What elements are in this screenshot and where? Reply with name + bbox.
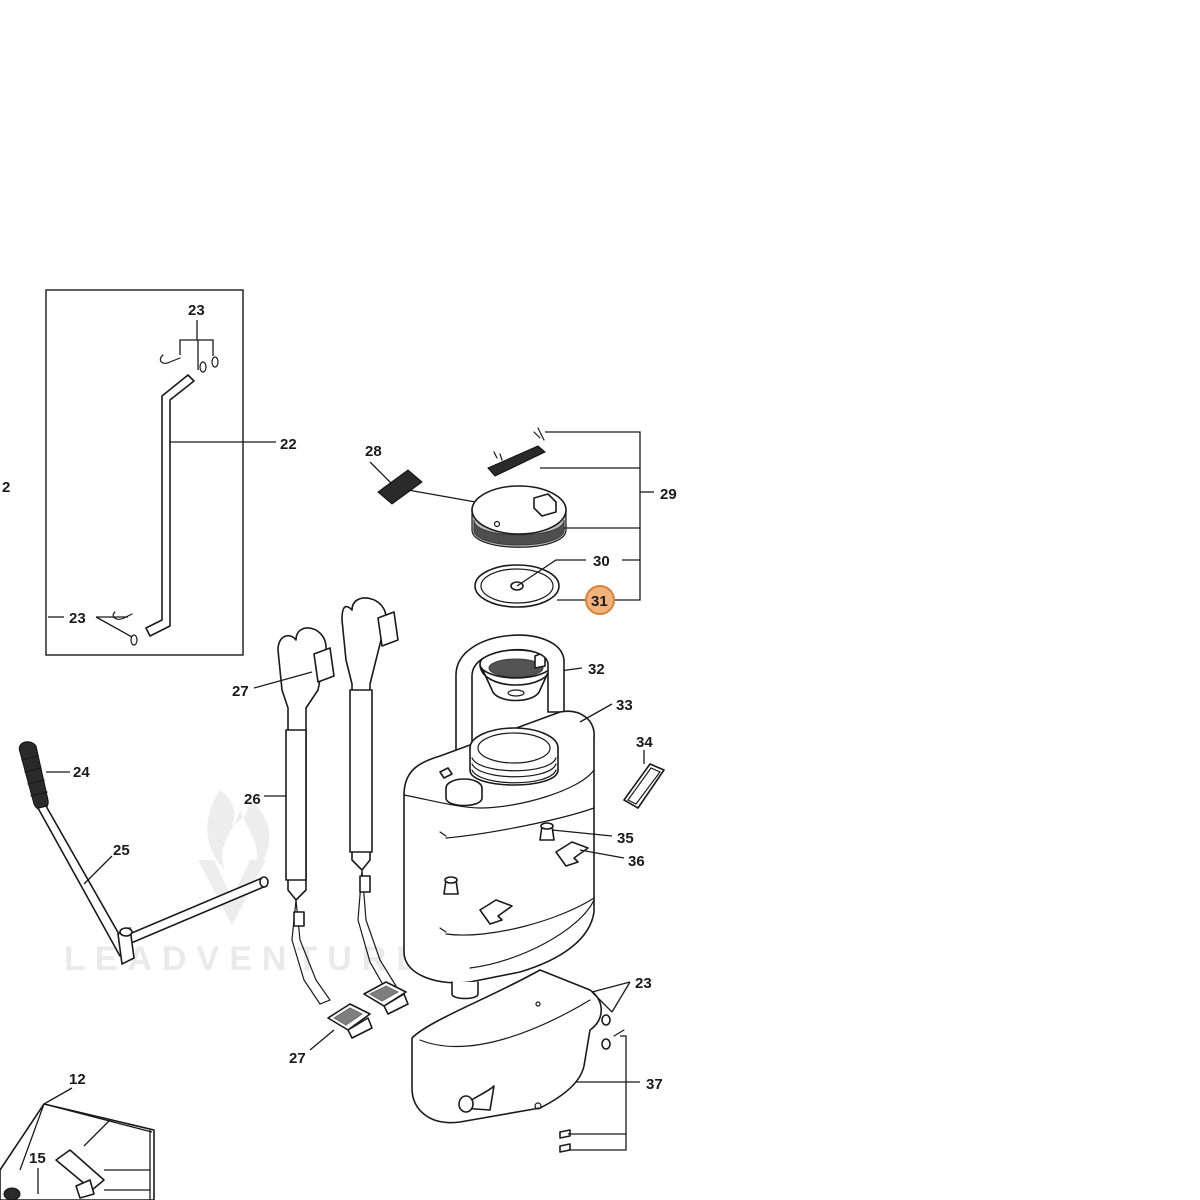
part-24-25-lever xyxy=(18,741,269,965)
label-33[interactable]: 33 xyxy=(616,697,633,714)
leader-36 xyxy=(579,849,625,859)
label-15[interactable]: 15 xyxy=(29,1150,46,1167)
part-32-strainer xyxy=(479,649,583,702)
label-27-bottom[interactable]: 27 xyxy=(289,1050,306,1067)
label-29[interactable]: 29 xyxy=(660,486,677,503)
part-labels: 2 23 22 23 28 29 30 31 32 27 33 34 24 26… xyxy=(2,302,677,1167)
label-36[interactable]: 36 xyxy=(628,853,645,870)
highlight-part-31[interactable] xyxy=(585,585,615,615)
label-25[interactable]: 25 xyxy=(113,842,130,859)
label-23-tray[interactable]: 23 xyxy=(635,975,652,992)
part-33-tank xyxy=(403,634,613,1000)
label-12[interactable]: 12 xyxy=(69,1071,86,1088)
part-34-gasket xyxy=(623,750,665,809)
label-35[interactable]: 35 xyxy=(617,830,634,847)
label-34[interactable]: 34 xyxy=(636,734,653,751)
part-29-lid-assembly xyxy=(471,427,654,601)
label-31[interactable]: 31 xyxy=(591,593,608,610)
label-37[interactable]: 37 xyxy=(646,1076,663,1093)
label-22[interactable]: 22 xyxy=(280,436,297,453)
label-28[interactable]: 28 xyxy=(365,443,382,460)
part-12-15-partial xyxy=(0,1087,155,1200)
label-23-top[interactable]: 23 xyxy=(188,302,205,319)
part-37-tray xyxy=(411,969,640,1153)
part-30-31-seal xyxy=(474,559,586,608)
label-2[interactable]: 2 xyxy=(2,479,10,496)
label-30[interactable]: 30 xyxy=(593,553,610,570)
inset-box-part-22 xyxy=(45,289,276,656)
leader-35 xyxy=(551,829,613,837)
label-27-top[interactable]: 27 xyxy=(232,683,249,700)
label-23-inset-bottom[interactable]: 23 xyxy=(69,610,86,627)
part-26-27-straps xyxy=(253,597,409,1051)
label-24[interactable]: 24 xyxy=(73,764,90,781)
label-32[interactable]: 32 xyxy=(588,661,605,678)
label-26[interactable]: 26 xyxy=(244,791,261,808)
